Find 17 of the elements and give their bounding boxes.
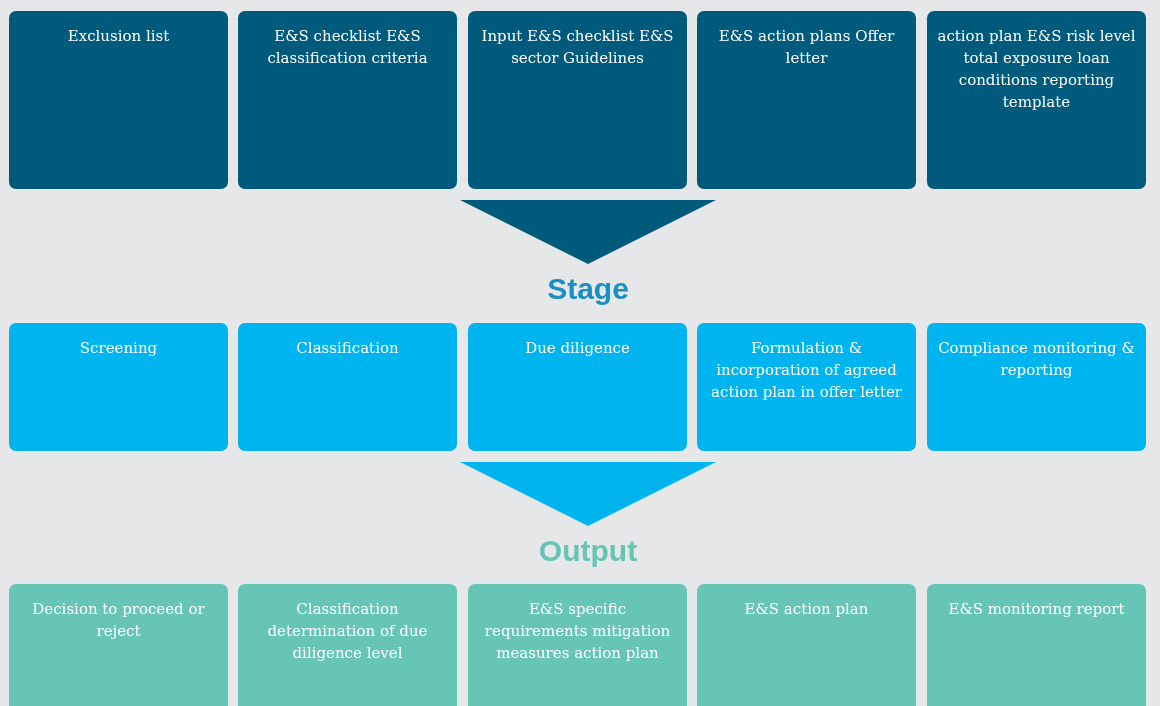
input-box: E&S action plans Offer letter <box>697 11 916 189</box>
input-box: Input E&S checklist E&S sector Guidelines <box>468 11 687 189</box>
output-box: E&S monitoring report <box>927 584 1146 706</box>
input-box: E&S checklist E&S classification criteria <box>238 11 457 189</box>
input-box: action plan E&S risk level total exposure loan conditions reporting template <box>927 11 1146 189</box>
section-heading: Stage <box>546 272 630 306</box>
stage-box: Formulation & incorporation of agreed action plan in offer letter <box>697 323 916 451</box>
section-heading: Output <box>537 534 639 568</box>
stage-box: Classification <box>238 323 457 451</box>
input-box: Exclusion list <box>9 11 228 189</box>
output-box: Classification determination of due diligence level <box>238 584 457 706</box>
output-box: Decision to proceed or reject <box>9 584 228 706</box>
output-box: E&S specific requirements mitigation measures action plan <box>468 584 687 706</box>
stage-box: Due diligence <box>468 323 687 451</box>
output-box: E&S action plan <box>697 584 916 706</box>
stage-box: Screening <box>9 323 228 451</box>
stage-box: Compliance monitoring & reporting <box>927 323 1146 451</box>
